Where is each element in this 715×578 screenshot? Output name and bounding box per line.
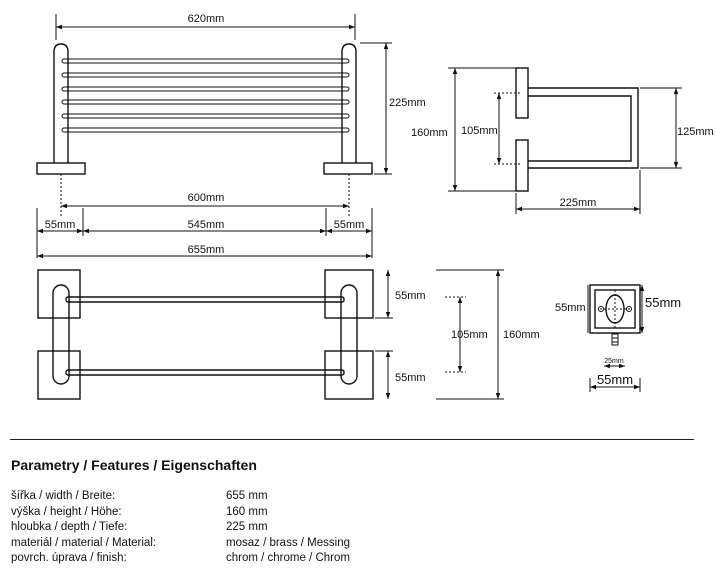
- dim-front-height: 225mm: [389, 97, 426, 109]
- dim-side-mount-spacing: 105mm: [461, 125, 498, 137]
- param-value: 655 mm: [226, 490, 268, 502]
- dim-between-mounts: 545mm: [188, 219, 225, 231]
- dim-right-offset: 55mm: [334, 219, 365, 231]
- dim-mount-height-left: 55mm: [555, 302, 586, 314]
- section-divider: [10, 439, 694, 440]
- dim-left-offset: 55mm: [45, 219, 76, 231]
- top-plate-tr: [324, 269, 374, 319]
- side-bar-outer: [528, 87, 639, 169]
- dim-mount-spacing: 600mm: [188, 192, 225, 204]
- side-upper-plate: [515, 67, 529, 119]
- left-post: [53, 43, 69, 163]
- right-post: [341, 43, 357, 163]
- param-value: 160 mm: [226, 505, 268, 518]
- param-label: materiál / material / Material:: [11, 536, 157, 549]
- side-view: 160mm 105mm 125mm 225mm: [411, 67, 714, 214]
- dim-total-width: 655mm: [188, 244, 225, 256]
- mount-plate-outer: [589, 284, 641, 334]
- param-label: výška / height / Höhe:: [11, 505, 122, 518]
- param-value: chrom / chrome / Chrom: [226, 552, 350, 564]
- param-value: mosaz / brass / Messing: [226, 536, 350, 549]
- side-bar-inner: [528, 95, 632, 162]
- dim-side-depth: 225mm: [560, 197, 597, 209]
- top-right-arm: [340, 284, 358, 385]
- left-base-plate: [36, 162, 86, 175]
- dim-mount-height-right: 55mm: [645, 295, 681, 310]
- towel-bars: [61, 58, 350, 133]
- technical-drawing: 620mm 225mm 600mm: [36, 13, 714, 400]
- top-bar-2: [65, 369, 345, 376]
- dim-front-overall-width: 620mm: [188, 13, 225, 25]
- front-view: 620mm 225mm 600mm: [36, 13, 426, 259]
- top-view: 160mm 55mm 55mm 105mm: [37, 269, 540, 400]
- mount-detail: 55mm 55mm 25mm 55mm: [555, 284, 681, 392]
- screw-right: [626, 306, 632, 312]
- param-label: šířka / width / Breite:: [11, 490, 116, 502]
- dim-top-plate-bottom: 55mm: [395, 372, 426, 384]
- dim-top-plate-spacing: 105mm: [451, 329, 488, 341]
- dim-top-plate-top: 55mm: [395, 290, 426, 302]
- dim-side-total-height: 160mm: [411, 127, 448, 139]
- dim-side-bar-height: 125mm: [677, 126, 714, 138]
- dim-top-total-height: 160mm: [503, 329, 540, 341]
- dim-screw: 25mm: [604, 358, 624, 365]
- side-lower-plate: [515, 139, 529, 192]
- mount-screw-icon: [611, 333, 619, 346]
- screw-left: [598, 306, 604, 312]
- param-label: hloubka / depth / Tiefe:: [11, 521, 128, 533]
- right-base-plate: [323, 162, 373, 175]
- dim-mount-width: 55mm: [597, 372, 633, 387]
- parameters-title: Parametry / Features / Eigenschaften: [11, 457, 257, 473]
- param-label: povrch. úprava / finish:: [11, 552, 127, 564]
- top-plate-tl: [37, 269, 81, 319]
- top-bar-1: [65, 296, 345, 303]
- top-left-arm: [52, 284, 70, 385]
- param-value: 225 mm: [226, 521, 268, 533]
